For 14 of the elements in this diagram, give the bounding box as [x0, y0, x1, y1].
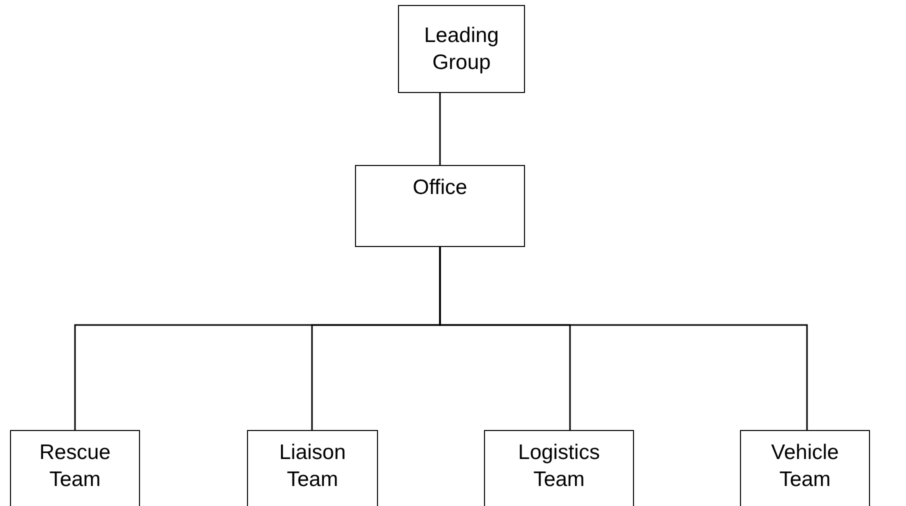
box-label: Leading Group [423, 23, 500, 76]
org-box [398, 5, 525, 93]
box-label: Rescue Team [38, 440, 112, 493]
org-box [355, 165, 525, 247]
connector-line [439, 247, 808, 430]
connector-line [439, 93, 441, 165]
box-label: Vehicle Team [770, 440, 840, 493]
org-box [740, 430, 870, 506]
org-box [10, 430, 140, 506]
org-box [247, 430, 378, 506]
box-label: Liaison Team [278, 440, 347, 493]
box-label: Office [412, 175, 468, 201]
org-box [484, 430, 634, 506]
box-label: Logistics Team [517, 440, 601, 493]
